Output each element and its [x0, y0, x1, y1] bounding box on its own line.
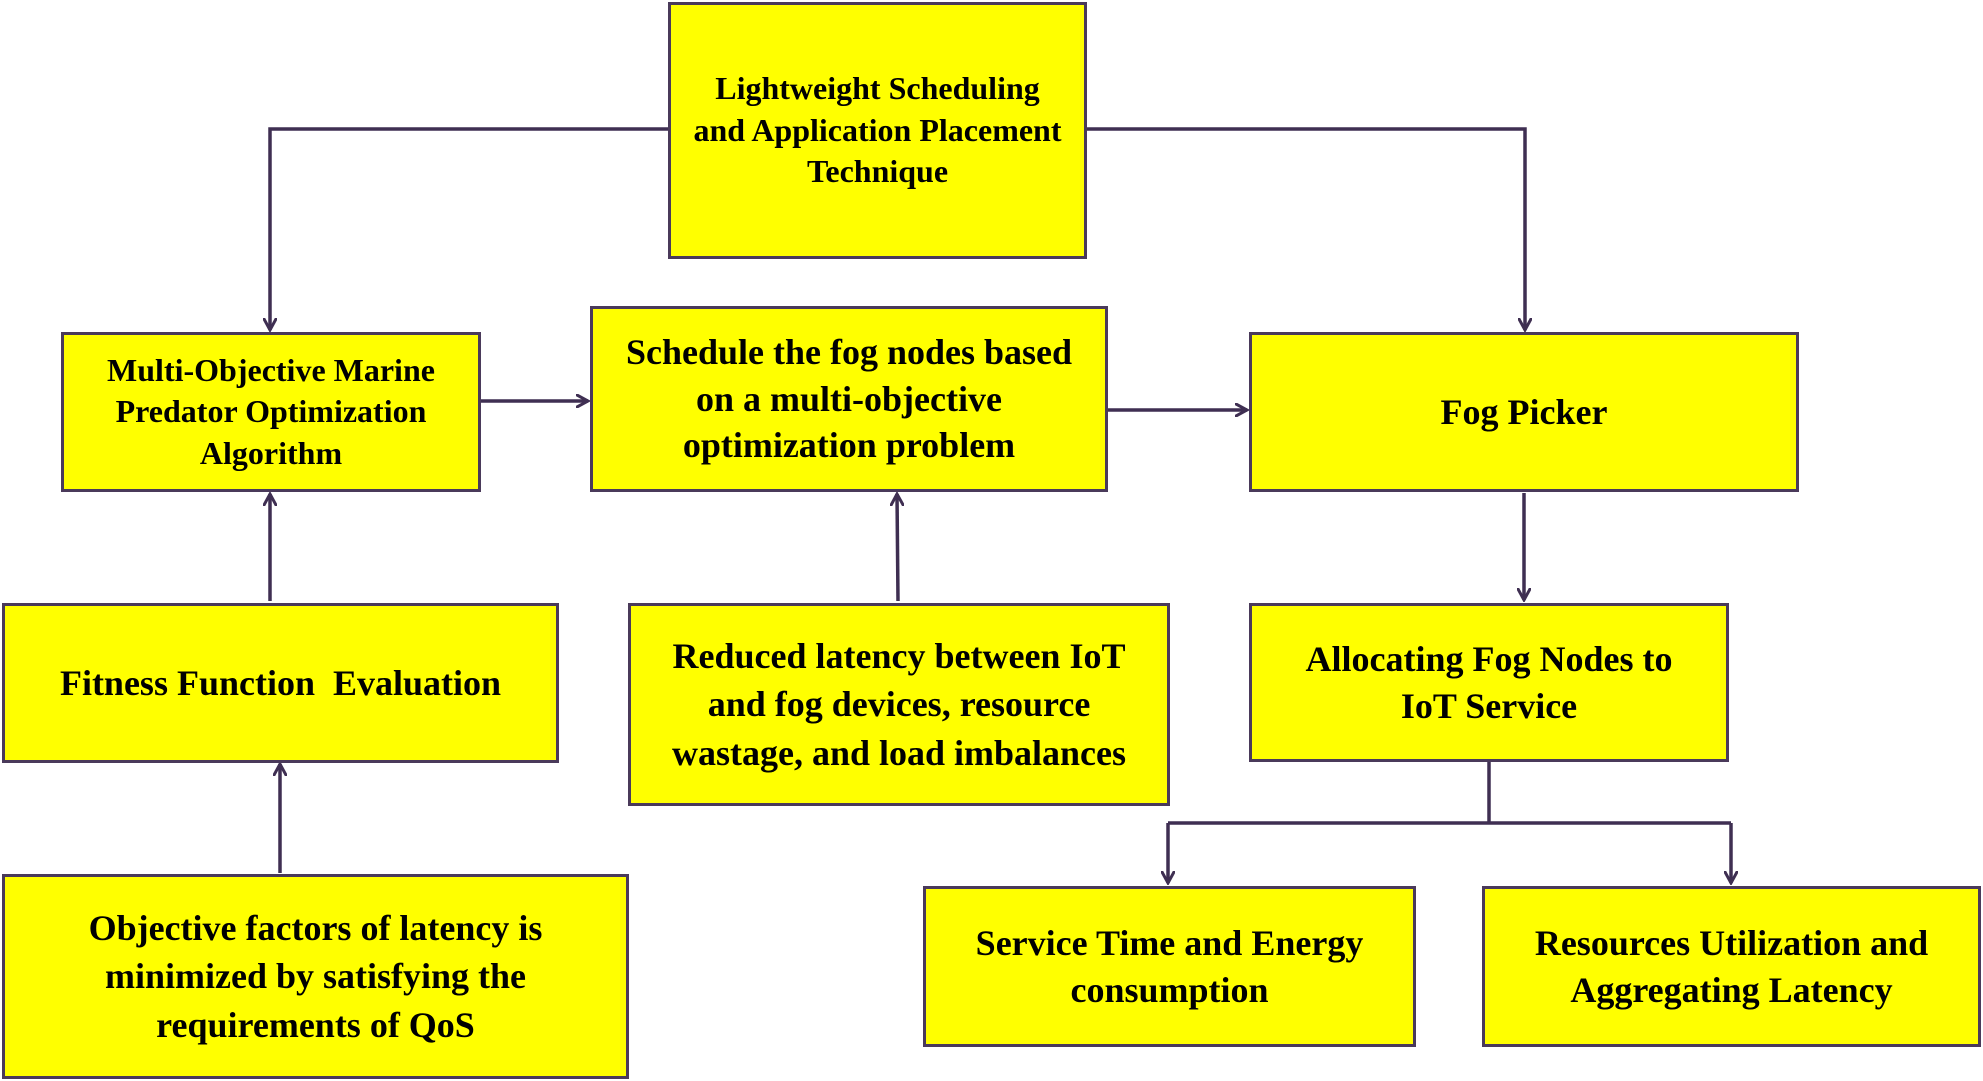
box-service-time-energy: Service Time and Energy consumption	[923, 886, 1416, 1047]
arrow-reduced-latency-to-schedule	[897, 494, 898, 602]
box-resources-utilization: Resources Utilization and Aggregating La…	[1482, 886, 1981, 1047]
box-marine-predator: Multi-Objective Marine Predator Optimiza…	[61, 332, 481, 492]
label-fog-picker: Fog Picker	[1440, 391, 1608, 432]
label-marine-predator: Multi-Objective Marine Predator Optimiza…	[107, 351, 435, 471]
label-fitness-function: Fitness Function Evaluation	[59, 662, 502, 703]
box-objective-factors: Objective factors of latency is minimize…	[2, 874, 629, 1079]
box-fitness-function: Fitness Function Evaluation	[2, 603, 559, 763]
label-lightweight-scheduling: Lightweight Scheduling and Application P…	[693, 70, 1062, 190]
arrow-lightweight-to-fog-picker	[1087, 127, 1525, 330]
box-schedule-fog-nodes: Schedule the fog nodes based on a multi-…	[590, 306, 1108, 492]
box-allocating-fog-nodes: Allocating Fog Nodes to IoT Service	[1249, 603, 1729, 762]
label-objective-factors: Objective factors of latency is minimize…	[88, 907, 543, 1045]
label-service-time-energy: Service Time and Energy consumption	[975, 922, 1364, 1010]
box-lightweight-scheduling: Lightweight Scheduling and Application P…	[668, 2, 1087, 259]
box-fog-picker: Fog Picker	[1249, 332, 1799, 492]
label-allocating-fog-nodes: Allocating Fog Nodes to IoT Service	[1305, 638, 1673, 726]
label-schedule-fog-nodes: Schedule the fog nodes based on a multi-…	[625, 331, 1073, 466]
label-reduced-latency: Reduced latency between IoT and fog devi…	[671, 635, 1127, 773]
box-reduced-latency: Reduced latency between IoT and fog devi…	[628, 603, 1170, 806]
label-resources-utilization: Resources Utilization and Aggregating La…	[1534, 922, 1929, 1010]
arrow-lightweight-to-marine-predator	[270, 127, 668, 330]
